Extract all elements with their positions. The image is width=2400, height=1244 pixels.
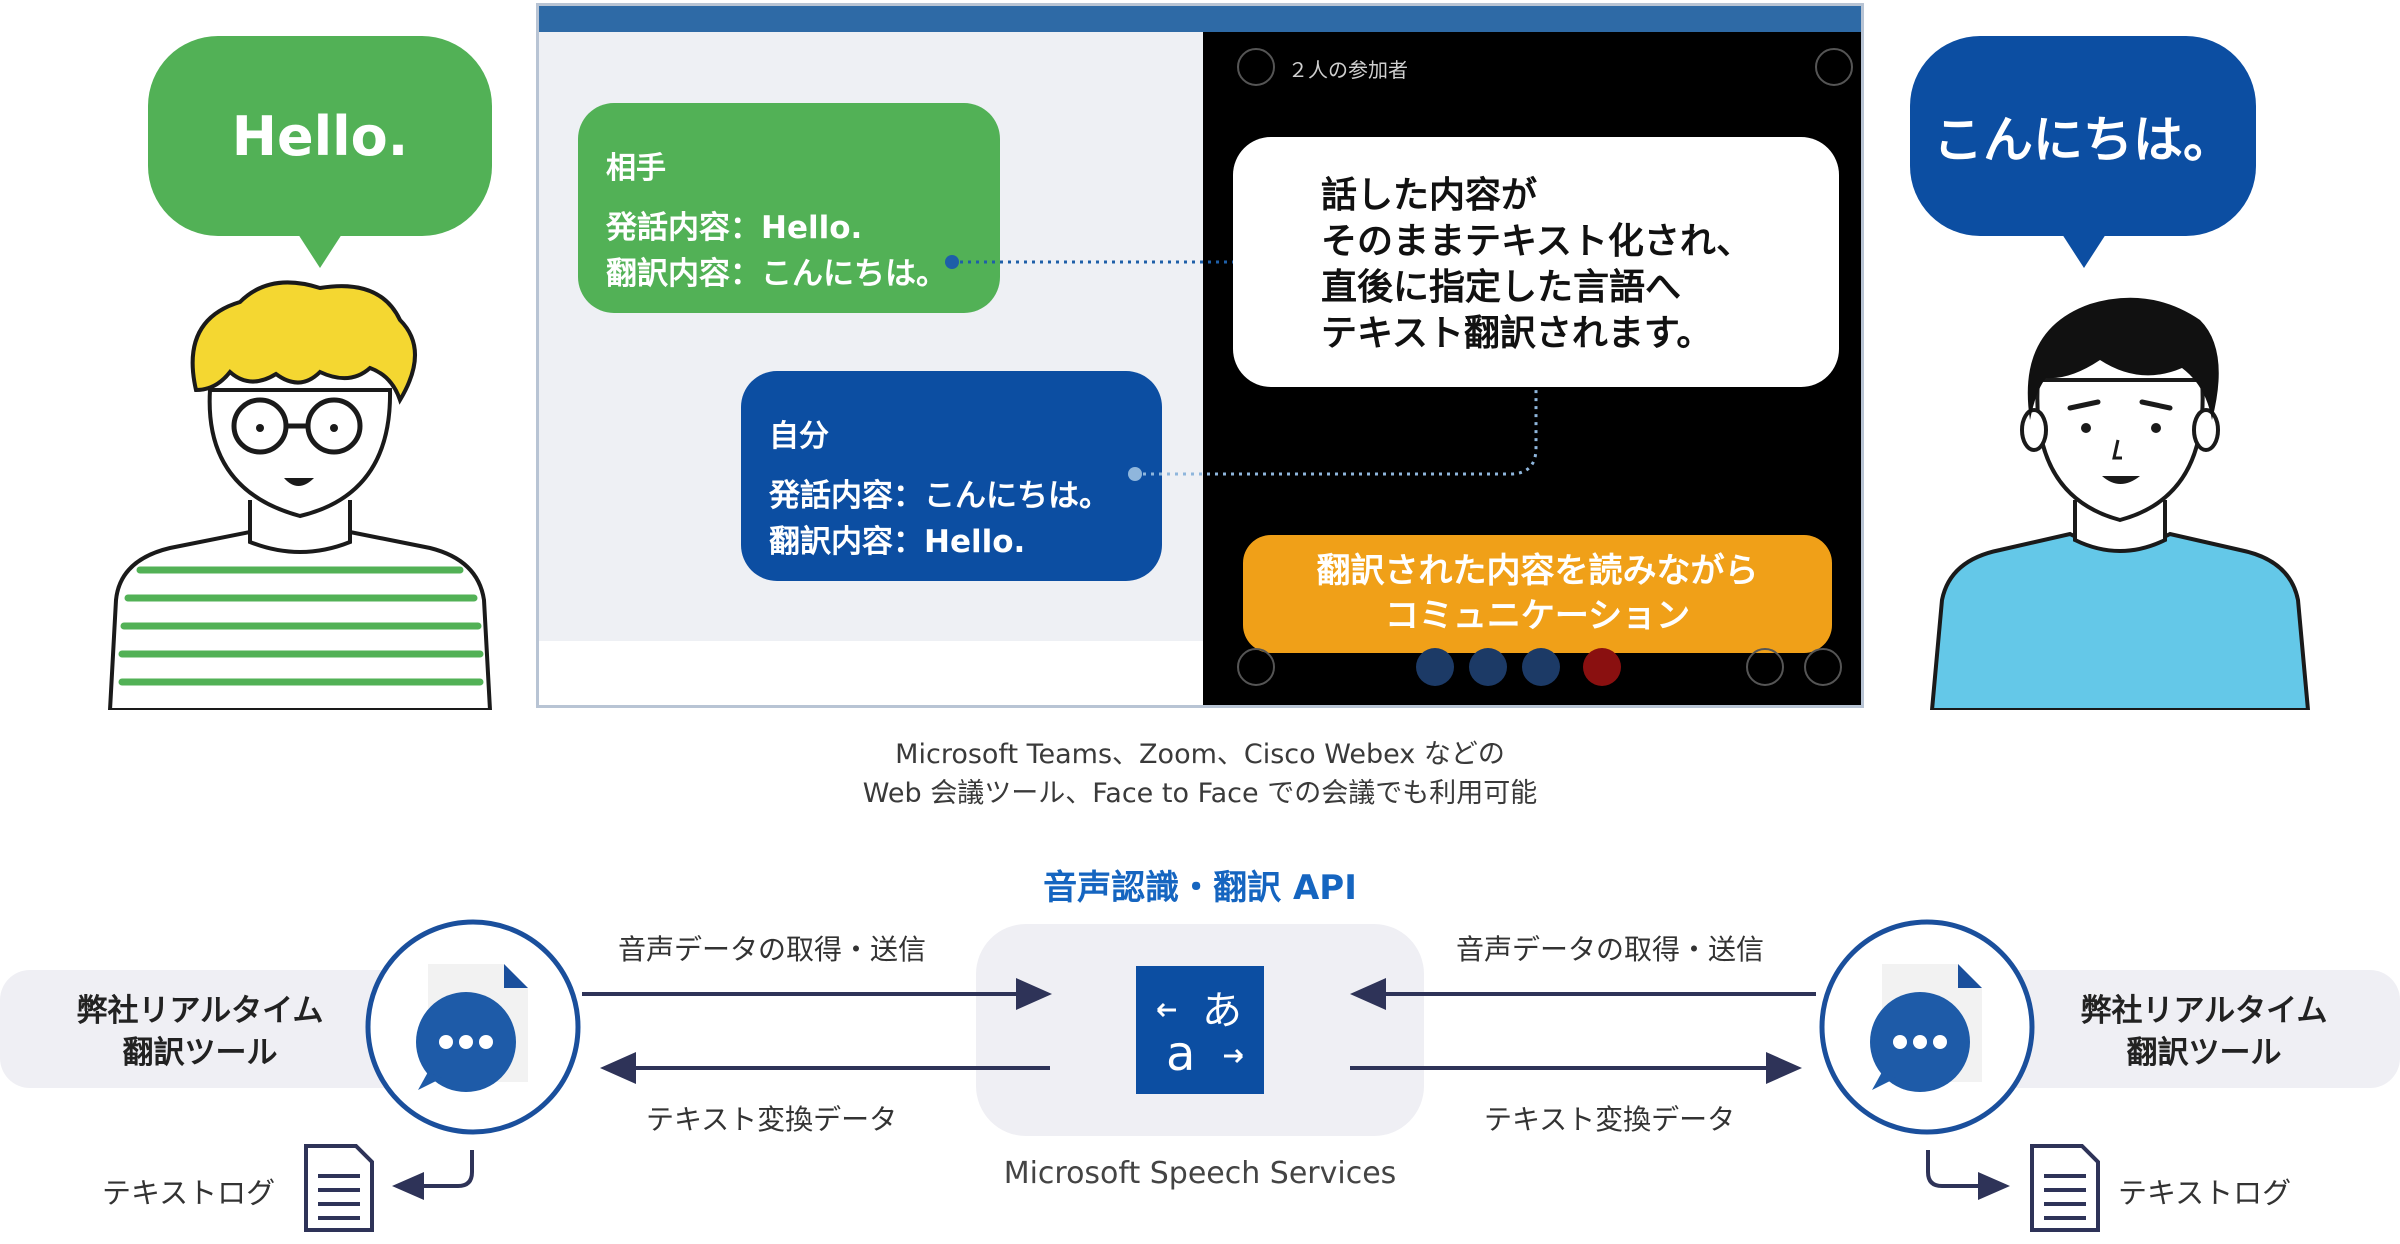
caption-line-1: Microsoft Teams、Zoom、Cisco Webex などの [895, 739, 1505, 770]
arrow-label-send-right: 音声データの取得・送信 [1456, 933, 1765, 966]
partner-card-title: 相手 [606, 151, 666, 186]
self-card-speech: 発話内容：こんにちは。 [769, 478, 1110, 514]
self-message-card: 自分 発話内容：こんにちは。 翻訳内容：Hello. [741, 371, 1162, 581]
callout-line-4: テキスト翻訳されます。 [1321, 313, 1713, 354]
callout-line-3: 直後に指定した言語へ [1321, 267, 1682, 308]
meeting-control-hangup [1583, 648, 1621, 686]
tool-pill-left [0, 970, 420, 1088]
tool-label-right-line-2: 翻訳ツール [2126, 1035, 2282, 1071]
partner-card-translation: 翻訳内容：こんにちは。 [606, 256, 947, 292]
tool-pill-right [1980, 970, 2400, 1088]
tool-app-icon-left [365, 919, 581, 1135]
orange-line-1: 翻訳された内容を読みながら [1316, 551, 1759, 591]
transcription-callout: 話した内容が そのままテキスト化され、 直後に指定した言語へ テキスト翻訳されま… [1233, 137, 1839, 387]
tool-label-right-line-1: 弊社リアルタイム [2080, 993, 2328, 1029]
speech-bubble-left-tail [298, 234, 342, 268]
translator-glyph-a: a [1166, 1026, 1195, 1082]
person-right-illustration [1929, 297, 2311, 710]
speech-bubble-left-text: Hello. [231, 104, 409, 168]
self-card-title: 自分 [769, 419, 829, 454]
orange-line-2: コミュニケーション [1384, 596, 1691, 636]
speech-bubble-right-tail [2062, 234, 2106, 268]
meeting-control-1 [1416, 648, 1454, 686]
participant-circle-bottom-right-2 [1804, 648, 1842, 686]
tool-label-left-line-2: 翻訳ツール [122, 1035, 278, 1071]
arrow-label-receive-left: テキスト変換データ [646, 1103, 898, 1136]
meeting-control-3 [1522, 648, 1560, 686]
participant-circle-bottom-left [1237, 648, 1275, 686]
participant-circle-top-left [1237, 48, 1275, 86]
person-left-illustration [107, 280, 493, 710]
partner-message-card: 相手 発話内容：Hello. 翻訳内容：こんにちは。 [578, 103, 1000, 313]
partner-card-speech: 発話内容：Hello. [606, 210, 863, 246]
self-card-translation: 翻訳内容：Hello. [769, 524, 1026, 560]
callout-line-2: そのままテキスト化され、 [1321, 221, 1753, 262]
translator-glyph-ja: あ [1202, 988, 1242, 1034]
callout-connectors [945, 255, 1538, 481]
text-log-label-right: テキストログ [2118, 1176, 2292, 1210]
callout-line-1: 話した内容が [1321, 175, 1538, 216]
speech-bubble-left: Hello. [148, 36, 492, 236]
text-log-label-left: テキストログ [102, 1176, 276, 1210]
translator-glyph: あ a [1156, 988, 1244, 1082]
api-title: 音声認識・翻訳 API [1043, 868, 1357, 908]
translator-icon: あ a [1136, 966, 1264, 1094]
arrow-label-send-left: 音声データの取得・送信 [618, 933, 927, 966]
participant-circle-top-right [1815, 48, 1853, 86]
speech-bubble-right: こんにちは。 [1910, 36, 2256, 236]
screen-title-bar [539, 6, 1861, 32]
service-name: Microsoft Speech Services [1003, 1156, 1397, 1191]
meeting-control-2 [1469, 648, 1507, 686]
communication-callout: 翻訳された内容を読みながら コミュニケーション [1243, 535, 1832, 653]
speech-bubble-right-text: こんにちは。 [1933, 111, 2233, 169]
caption-line-2: Web 会議ツール、Face to Face での会議でも利用可能 [862, 778, 1538, 809]
tool-label-left: 弊社リアルタイム 翻訳ツール [60, 990, 340, 1074]
participants-count: ２人の参加者 [1288, 58, 1408, 82]
participant-circle-bottom-right-1 [1746, 648, 1784, 686]
tool-app-icon-right [1819, 919, 2035, 1135]
arrow-label-receive-right: テキスト変換データ [1484, 1103, 1736, 1136]
tool-label-left-line-1: 弊社リアルタイム [76, 993, 324, 1029]
tool-label-right: 弊社リアルタイム 翻訳ツール [2064, 990, 2344, 1074]
